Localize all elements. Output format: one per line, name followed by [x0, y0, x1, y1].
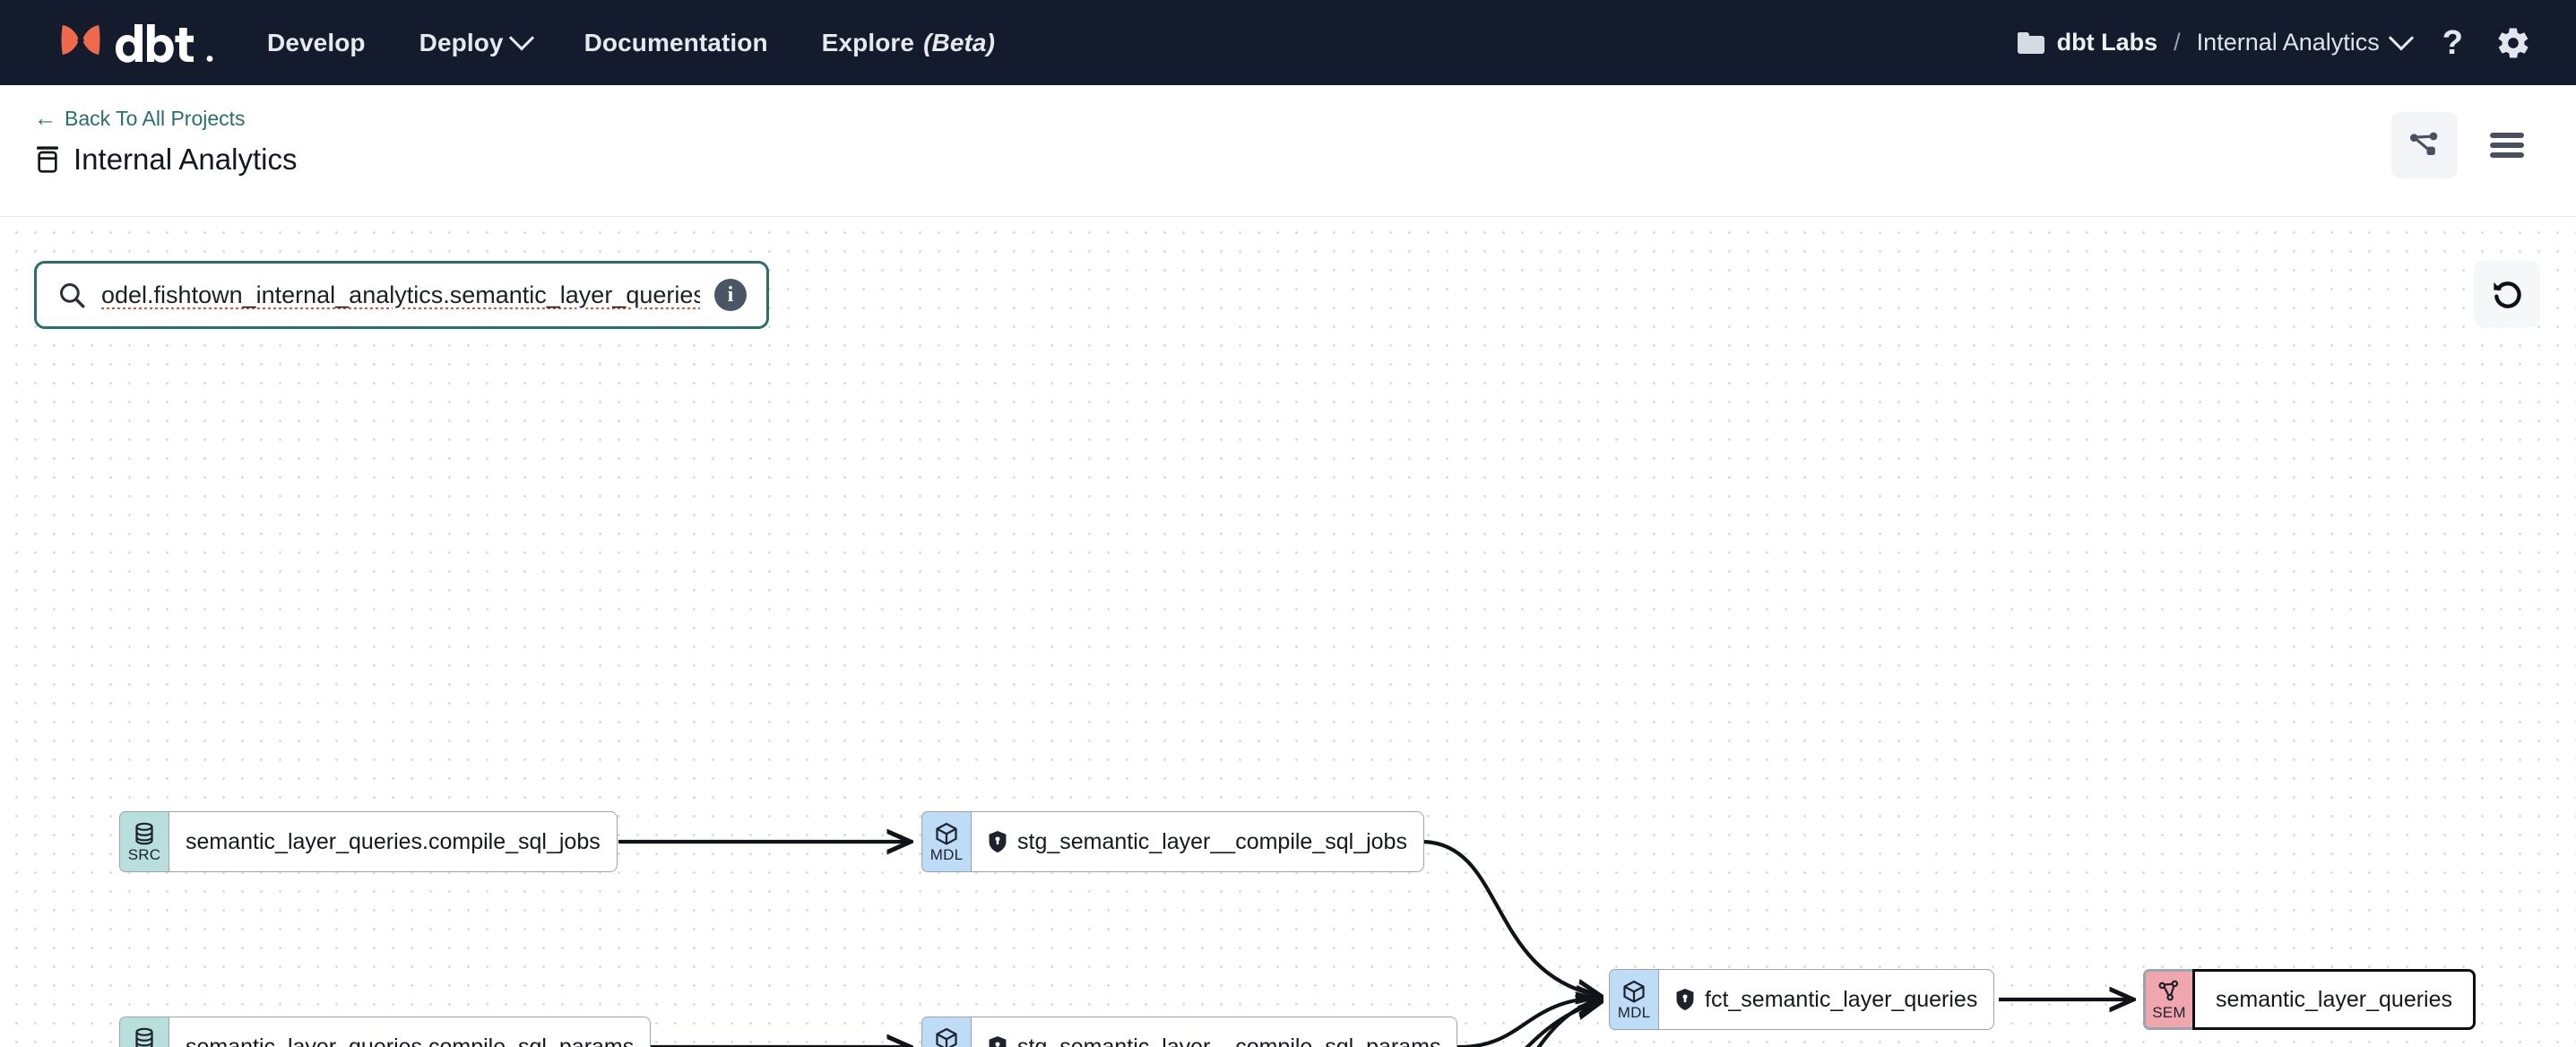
nav-item-develop[interactable]: Develop [267, 29, 366, 57]
node-type-badge-mdl: MDL [921, 1017, 971, 1047]
top-navigation-bar: Develop Deploy Documentation Explore (Be… [0, 0, 2576, 85]
lineage-search-box[interactable]: i [34, 261, 769, 329]
project-subheader: ← Back To All Projects Internal Analytic… [0, 85, 2576, 217]
page-title-label: Internal Analytics [73, 143, 298, 176]
edge-mdl2-fct [1454, 998, 1601, 1047]
node-label: semantic_layer_queries.compile_sql_jobs [186, 828, 601, 854]
edge-mdl1-fct [1423, 839, 1601, 996]
node-label: stg_semantic_layer__compile_sql_params [1017, 1034, 1441, 1047]
lineage-canvas[interactable]: i [0, 218, 2576, 1047]
hamburger-menu-icon [2490, 128, 2524, 162]
shield-lock-icon [1676, 988, 1694, 1011]
database-icon [37, 146, 58, 173]
lineage-node-fct[interactable]: MDL fct_semantic_layer_queries [1609, 969, 1995, 1030]
shield-lock-icon [989, 1035, 1007, 1047]
node-type-label: MDL [929, 846, 964, 863]
account-org-name: dbt Labs [2056, 29, 2158, 56]
list-view-button[interactable] [2474, 112, 2540, 178]
info-icon[interactable]: i [714, 279, 747, 311]
gear-icon[interactable] [2495, 25, 2531, 61]
node-label: semantic_layer_queries.compile_sql_param… [186, 1034, 635, 1047]
database-cylinder-icon [135, 822, 153, 845]
reset-view-button[interactable] [2474, 261, 2540, 327]
lineage-node-mdl1[interactable]: MDL stg_semantic_layer__compile_sql_jobs [921, 811, 1424, 872]
nav-right-group: dbt Labs / Internal Analytics ? [2017, 23, 2540, 62]
account-project-name: Internal Analytics [2196, 29, 2380, 56]
node-body[interactable]: semantic_layer_queries.compile_sql_jobs [169, 811, 618, 872]
shield-lock-icon [989, 830, 1007, 853]
view-mode-actions [2391, 112, 2540, 178]
reset-rotate-icon [2494, 281, 2521, 308]
node-body[interactable]: semantic_layer_queries [2192, 969, 2476, 1030]
node-type-badge-mdl: MDL [1609, 969, 1658, 1030]
dbt-logo[interactable] [56, 18, 215, 68]
node-type-badge-src: SRC [119, 1017, 169, 1047]
node-body[interactable]: stg_semantic_layer__compile_sql_params [971, 1017, 1458, 1047]
semantic-graph-icon [2158, 980, 2179, 1001]
nav-item-deploy-label: Deploy [419, 28, 504, 56]
node-type-label: SRC [127, 846, 161, 863]
database-cylinder-icon [135, 1027, 153, 1047]
node-type-label: SEM [2152, 1004, 2186, 1021]
dbt-wordmark-icon [116, 23, 213, 63]
nav-item-develop-label: Develop [267, 28, 366, 56]
node-label: semantic_layer_queries [2215, 986, 2453, 1012]
node-body[interactable]: stg_semantic_layer__compile_sql_jobs [971, 811, 1424, 872]
node-label: fct_semantic_layer_queries [1705, 986, 1978, 1012]
back-to-all-projects-label: Back To All Projects [65, 107, 246, 130]
lineage-node-src1[interactable]: SRC semantic_layer_queries.compile_sql_j… [119, 811, 618, 872]
back-to-all-projects-link[interactable]: ← Back To All Projects [34, 107, 246, 131]
nav-item-documentation-label: Documentation [583, 28, 768, 56]
lineage-node-mdl2[interactable]: MDL stg_semantic_layer__compile_sql_para… [921, 1017, 1458, 1047]
chevron-down-icon [2388, 24, 2414, 50]
lineage-node-sem[interactable]: SEM semantic_layer_queries [2143, 969, 2476, 1030]
edge-mdl3-fct [1536, 1000, 1601, 1047]
breadcrumb-separator: / [2174, 29, 2181, 56]
lineage-node-src2[interactable]: SRC semantic_layer_queries.compile_sql_p… [119, 1017, 652, 1047]
nav-item-documentation[interactable]: Documentation [584, 29, 768, 57]
nav-item-explore-label: Explore [821, 28, 915, 56]
node-type-label: MDL [1617, 1004, 1651, 1021]
account-breadcrumb[interactable]: dbt Labs / Internal Analytics [2017, 24, 2414, 56]
page-title: Internal Analytics [34, 143, 297, 177]
chevron-down-icon [508, 24, 534, 50]
search-input[interactable] [101, 281, 700, 309]
folder-icon [2017, 31, 2044, 54]
primary-nav-links: Develop Deploy Documentation Explore (Be… [267, 24, 995, 57]
node-type-badge-sem: SEM [2143, 969, 2192, 1030]
node-body[interactable]: fct_semantic_layer_queries [1658, 969, 1995, 1030]
help-icon[interactable]: ? [2442, 23, 2463, 62]
nav-item-deploy[interactable]: Deploy [419, 24, 534, 57]
nav-item-explore[interactable]: Explore (Beta) [822, 29, 995, 57]
left-arrow-icon: ← [34, 106, 56, 131]
node-type-badge-src: SRC [119, 811, 169, 872]
dbt-mark-icon [61, 24, 100, 55]
node-label: stg_semantic_layer__compile_sql_jobs [1017, 828, 1407, 854]
lineage-graph-icon [2410, 132, 2438, 155]
search-icon [60, 283, 85, 308]
lineage-edges [618, 218, 2576, 1047]
node-body[interactable]: semantic_layer_queries.compile_sql_param… [169, 1017, 652, 1047]
cube-icon [936, 1027, 957, 1047]
node-type-badge-mdl: MDL [921, 811, 971, 872]
nav-item-explore-beta-tag: (Beta) [923, 28, 996, 56]
cube-icon [936, 822, 957, 845]
cube-icon [1623, 980, 1645, 1003]
lineage-view-button[interactable] [2391, 112, 2458, 178]
